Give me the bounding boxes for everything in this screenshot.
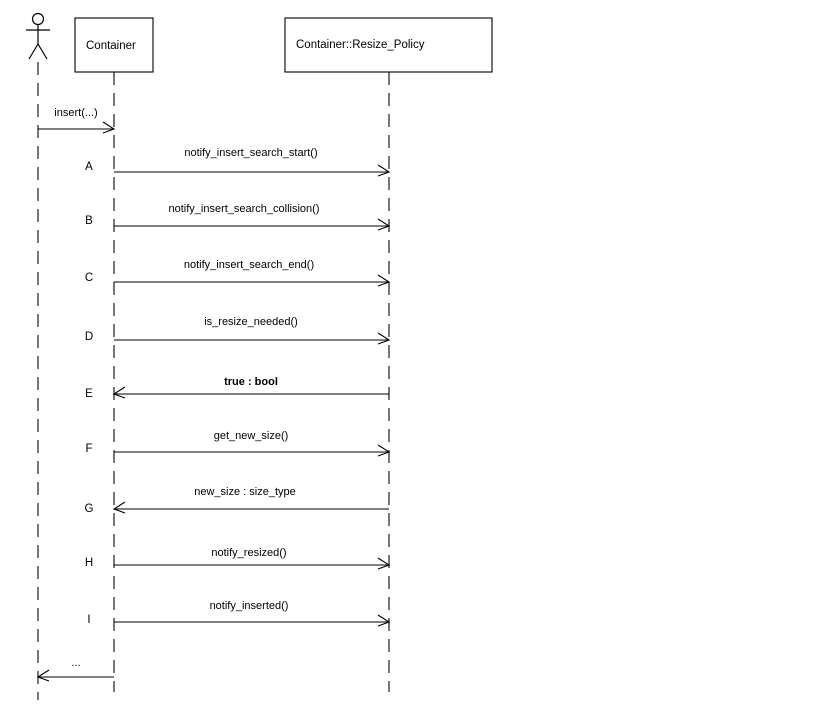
message-arrowhead-a xyxy=(377,164,391,177)
actor-left-leg-icon xyxy=(28,43,39,60)
message-label-g: new_size : size_type xyxy=(194,486,296,498)
message-g[interactable]: G new_size : size_type xyxy=(85,486,389,515)
step-label-d: D xyxy=(85,331,93,343)
participant-label-resize-policy: Container::Resize_Policy xyxy=(296,39,425,51)
message-label-a: notify_insert_search_start() xyxy=(184,147,317,159)
message-label-i: notify_inserted() xyxy=(210,600,289,612)
message-final-return[interactable]: ... xyxy=(36,657,114,682)
message-label-insert: insert(...) xyxy=(54,107,97,119)
message-arrowhead-e xyxy=(112,386,126,399)
participant-box-container-rect[interactable] xyxy=(74,17,154,73)
message-arrowhead-f xyxy=(377,444,391,457)
message-arrowhead-insert xyxy=(102,121,116,134)
step-label-b: B xyxy=(85,215,93,227)
message-arrowhead-g xyxy=(112,501,126,514)
message-arrowhead-i xyxy=(377,614,391,627)
step-label-f: F xyxy=(85,443,92,455)
actor-right-leg-icon xyxy=(37,43,48,60)
step-label-i: I xyxy=(87,614,90,626)
message-c[interactable]: C notify_insert_search_end() xyxy=(85,259,391,287)
message-arrowhead-h xyxy=(377,557,391,570)
participant-box-resize-policy[interactable]: Container::Resize_Policy xyxy=(284,17,493,73)
step-label-h: H xyxy=(85,557,93,569)
message-label-final-return: ... xyxy=(71,657,80,669)
message-label-e: true : bool xyxy=(224,376,278,388)
step-label-c: C xyxy=(85,272,93,284)
step-label-a: A xyxy=(85,161,93,173)
message-arrowhead-c xyxy=(377,274,391,287)
message-b[interactable]: B notify_insert_search_collision() xyxy=(85,203,391,231)
step-label-e: E xyxy=(85,388,93,400)
participant-box-resize-policy-rect[interactable] xyxy=(284,17,493,73)
participant-label-container: Container xyxy=(86,40,136,52)
message-arrowhead-final-return xyxy=(36,669,50,682)
step-label-g: G xyxy=(85,503,94,515)
message-label-f: get_new_size() xyxy=(214,430,289,442)
message-arrowhead-b xyxy=(377,218,391,231)
participant-box-container[interactable]: Container xyxy=(74,17,154,73)
message-a[interactable]: A notify_insert_search_start() xyxy=(85,147,391,177)
message-label-h: notify_resized() xyxy=(211,547,286,559)
message-label-c: notify_insert_search_end() xyxy=(184,259,314,271)
actor-figure xyxy=(26,12,50,60)
message-d[interactable]: D is_resize_needed() xyxy=(85,316,391,345)
message-label-d: is_resize_needed() xyxy=(204,316,298,328)
message-label-b: notify_insert_search_collision() xyxy=(168,203,319,215)
message-i[interactable]: I notify_inserted() xyxy=(87,600,391,627)
lifelines-group xyxy=(37,62,390,700)
message-f[interactable]: F get_new_size() xyxy=(85,430,391,457)
message-h[interactable]: H notify_resized() xyxy=(85,547,391,570)
message-e[interactable]: E true : bool xyxy=(85,376,389,400)
message-arrowhead-d xyxy=(377,332,391,345)
message-insert[interactable]: insert(...) xyxy=(38,107,116,134)
actor-head-icon xyxy=(31,12,45,26)
